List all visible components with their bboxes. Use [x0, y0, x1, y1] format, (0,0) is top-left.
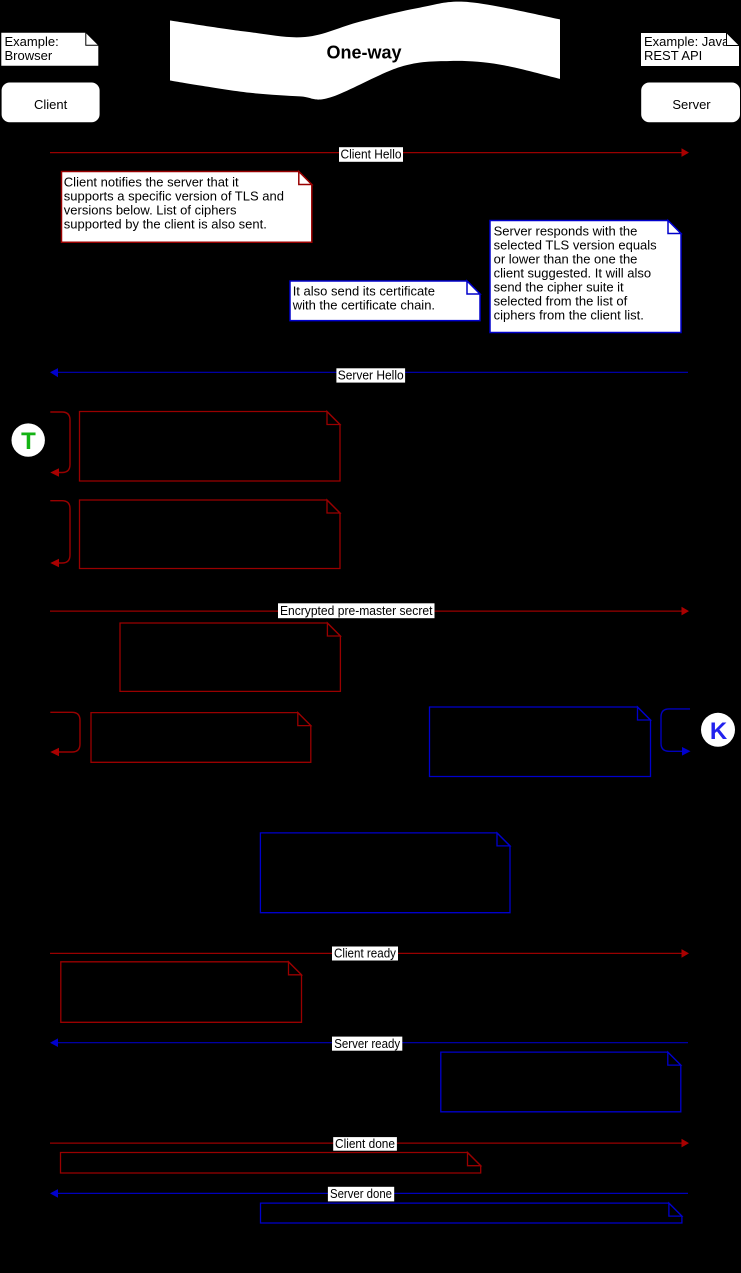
svg-text:T: T	[21, 428, 36, 455]
svg-text:ciphers from the client list.: ciphers from the client list.	[494, 307, 644, 322]
svg-text:Client Hello: Client Hello	[341, 147, 402, 162]
svg-text:Client notifies the server tha: Client notifies the server that it	[64, 175, 239, 190]
svg-text:or lower than the one the: or lower than the one the	[494, 251, 638, 266]
svg-text:Server done: Server done	[330, 1186, 392, 1201]
svg-text:K: K	[710, 718, 728, 745]
svg-text:versions below. List of cipher: versions below. List of ciphers	[64, 203, 237, 218]
svg-text:with the certificate chain.: with the certificate chain.	[292, 298, 435, 313]
svg-text:Client ready: Client ready	[334, 946, 396, 961]
svg-text:supported by the client is als: supported by the client is also sent.	[64, 217, 267, 232]
svg-text:client suggested. It will also: client suggested. It will also	[494, 265, 652, 280]
svg-text:Example: Java: Example: Java	[644, 34, 730, 49]
svg-text:Example:: Example:	[5, 34, 59, 49]
svg-text:Client done: Client done	[335, 1136, 395, 1151]
svg-text:send the cipher suite it: send the cipher suite it	[494, 279, 624, 294]
svg-text:Browser: Browser	[5, 48, 53, 63]
svg-text:Encrypted pre-master secret: Encrypted pre-master secret	[280, 603, 433, 618]
svg-text:Server responds with the: Server responds with the	[494, 223, 638, 238]
svg-text:It also send its certificate: It also send its certificate	[293, 284, 435, 299]
svg-text:supports a specific version of: supports a specific version of TLS and	[64, 189, 284, 204]
svg-text:selected from the list of: selected from the list of	[494, 293, 628, 308]
svg-text:One-way: One-way	[326, 43, 401, 63]
svg-text:Server ready: Server ready	[334, 1036, 400, 1051]
svg-text:Client: Client	[34, 97, 68, 112]
svg-text:REST API: REST API	[644, 48, 702, 63]
svg-text:Server: Server	[672, 97, 711, 112]
svg-text:selected TLS version equals: selected TLS version equals	[494, 237, 658, 252]
svg-text:Server Hello: Server Hello	[338, 368, 404, 383]
